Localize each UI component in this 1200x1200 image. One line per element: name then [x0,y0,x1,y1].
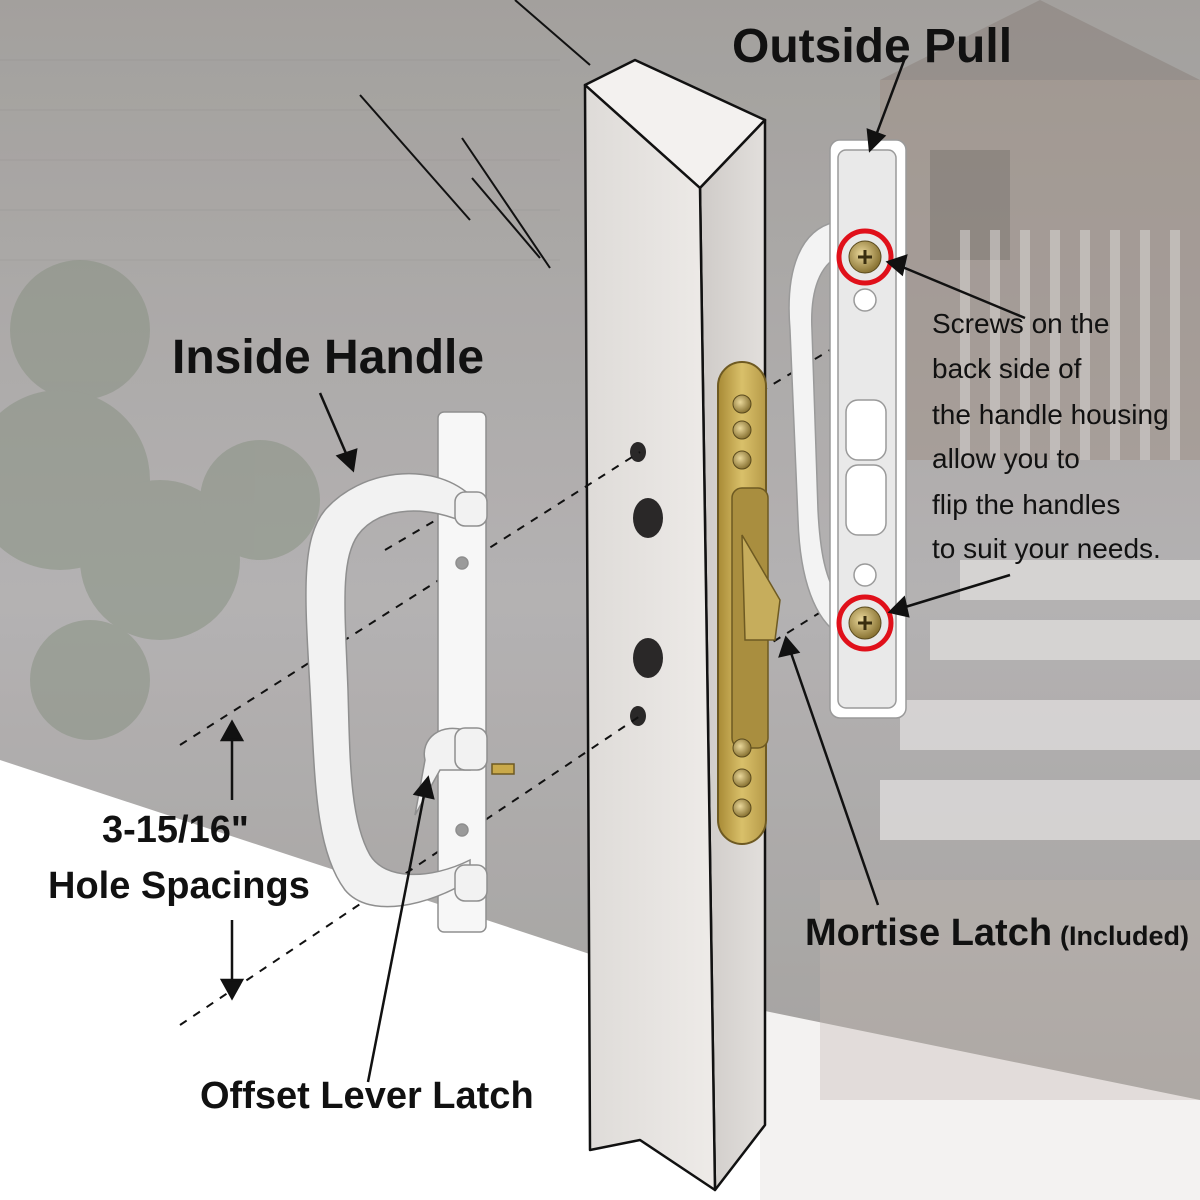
glass-lines [359,0,591,269]
screws-note-line: back side of [932,353,1082,384]
mortise-latch-label: Mortise Latch (Included) [805,912,1189,954]
mortise-latch-included: (Included) [1060,921,1189,951]
phillips-screw-icon [836,228,894,652]
screws-note-line: flip the handles [932,489,1120,520]
hole-spacing-label: Hole Spacings [48,865,310,907]
arrow-pointer [219,57,1026,1083]
mortise-latch [717,361,781,845]
screws-note-line: allow you to [932,443,1080,474]
screws-note-line: Screws on the [932,308,1109,339]
hole-spacing-value: 3-15/16" [102,809,249,851]
inside-handle [305,411,515,933]
screws-note-line: to suit your needs. [932,533,1161,564]
outside-pull-label: Outside Pull [732,20,1012,73]
offset-lever-latch-label: Offset Lever Latch [200,1075,534,1117]
inside-handle-label: Inside Handle [172,331,484,384]
screws-note-line: the handle housing [932,399,1169,430]
mortise-latch-name: Mortise Latch [805,912,1052,954]
screw-icon [732,394,752,818]
